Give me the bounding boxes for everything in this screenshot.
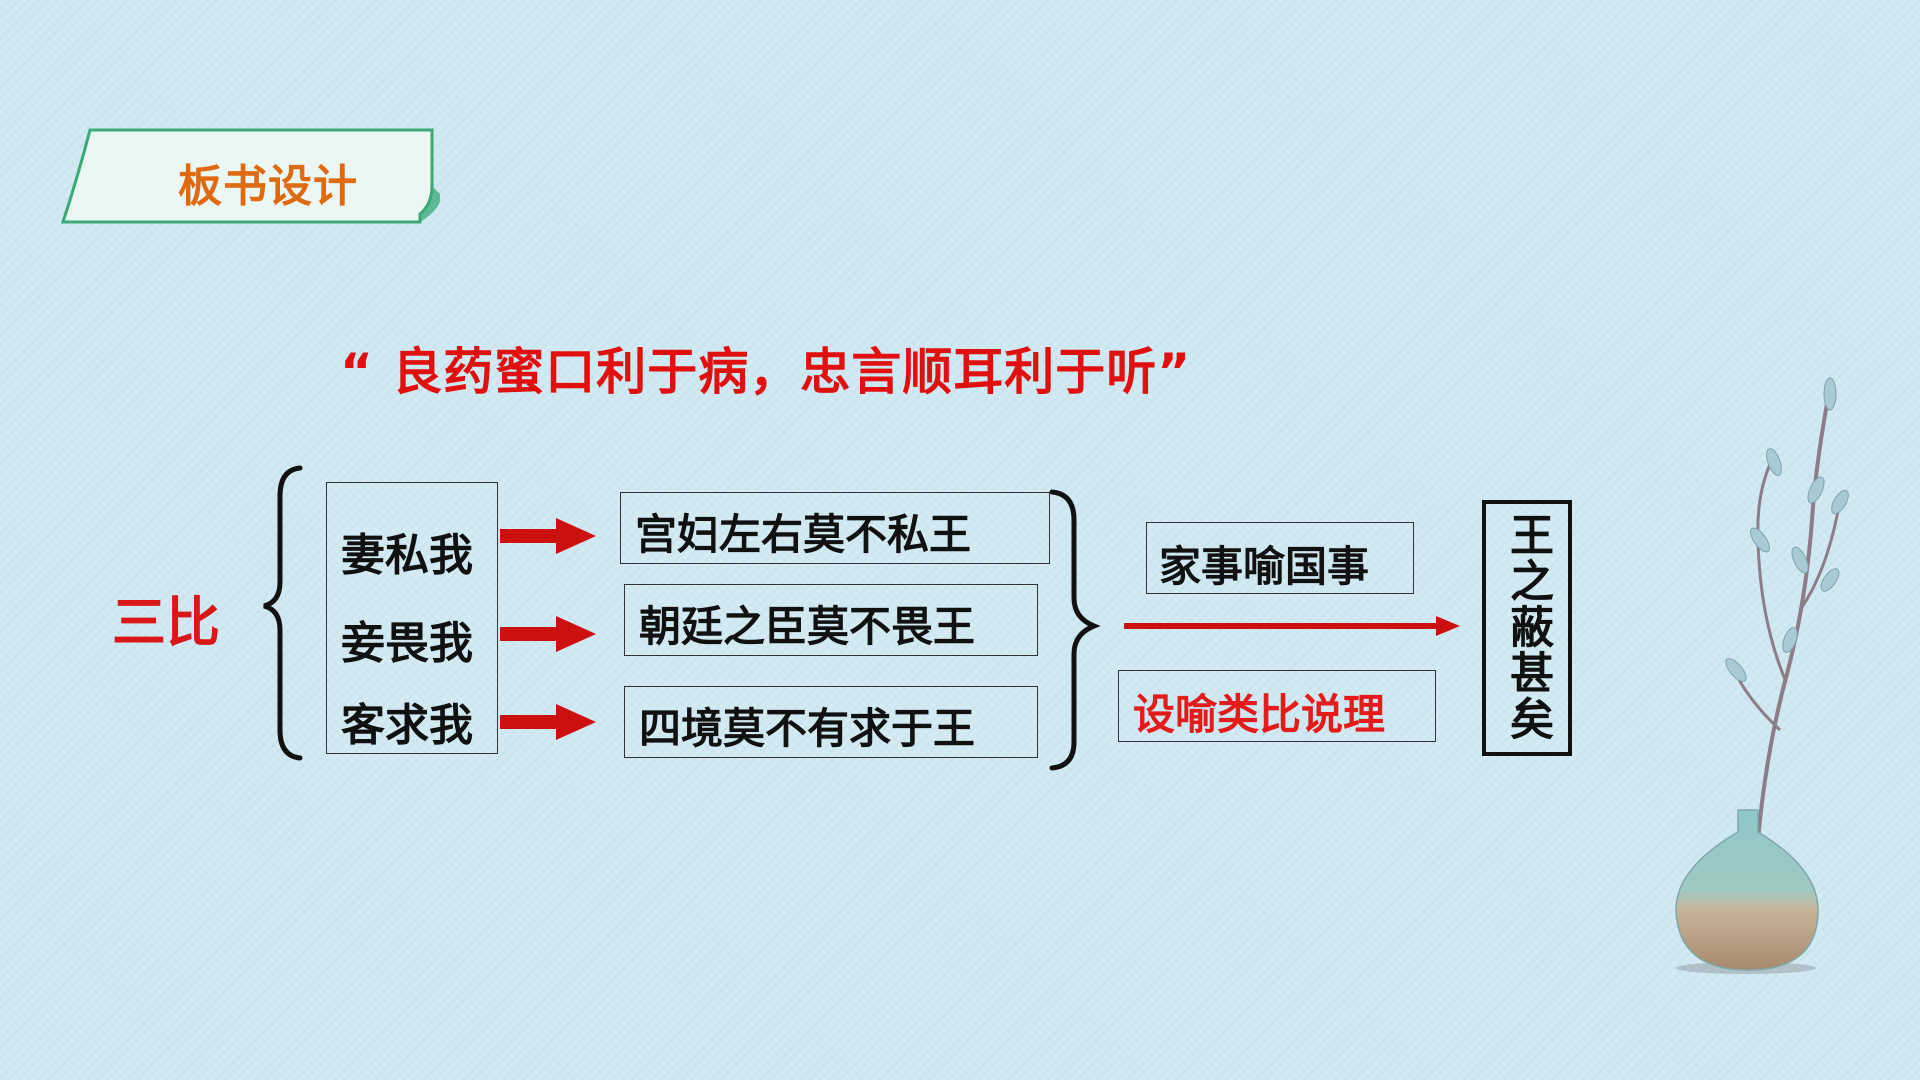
conclusion-text: 王之蔽甚矣 (1502, 512, 1553, 742)
arrow-right-icon (500, 704, 596, 740)
arrow-right-icon (1124, 616, 1460, 636)
left-item: 客求我 (341, 700, 473, 751)
arrow-right-icon (500, 616, 596, 652)
left-item: 妻私我 (341, 530, 473, 581)
page-title: 板书设计 (178, 161, 358, 212)
left-item: 妾畏我 (341, 618, 473, 669)
mid-box: 宫妇左右莫不私王 (620, 492, 1050, 564)
title-tab: 板书设计 (60, 126, 440, 226)
right-bottom-box: 设喻类比说理 (1118, 670, 1436, 742)
right-top-box: 家事喻国事 (1146, 522, 1414, 594)
vase-with-branch-icon (1675, 377, 1849, 974)
quote-text: “ 良药蜜口利于病，忠言顺耳利于听” (340, 343, 1192, 401)
left-box: 妻私我 妾畏我 客求我 (326, 482, 498, 754)
left-brace-icon (263, 465, 303, 761)
right-brace-icon (1049, 489, 1101, 771)
mid-box: 朝廷之臣莫不畏王 (624, 584, 1038, 656)
mid-box: 四境莫不有求于王 (624, 686, 1038, 758)
conclusion-box: 王之蔽甚矣 (1482, 500, 1572, 756)
diagram-label: 三比 (112, 591, 220, 654)
tab-shape-icon (60, 128, 440, 224)
arrow-right-icon (500, 518, 596, 554)
